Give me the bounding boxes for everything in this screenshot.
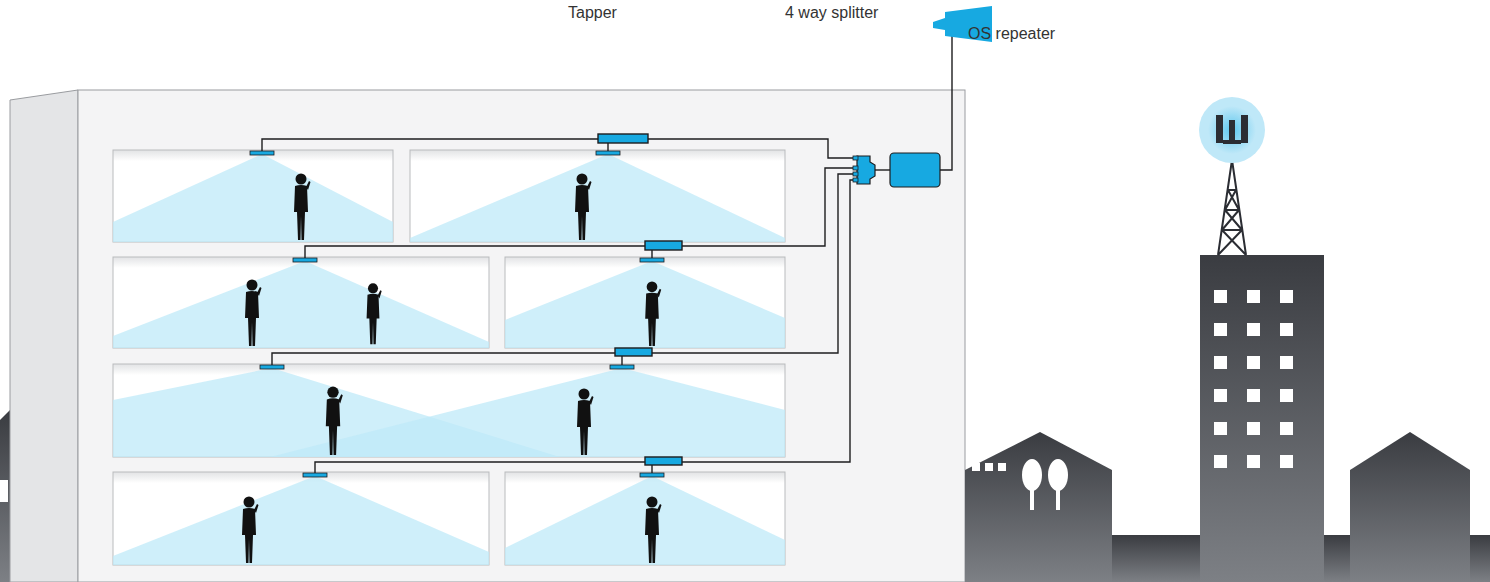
town xyxy=(965,255,1490,582)
window xyxy=(1247,290,1260,303)
cell-tower xyxy=(1199,97,1265,255)
tapper xyxy=(598,134,682,465)
window xyxy=(1247,422,1260,435)
window xyxy=(1214,356,1227,369)
ceiling-antenna xyxy=(250,151,664,477)
window xyxy=(0,480,8,502)
window xyxy=(1214,422,1227,435)
part-label: 4 way splitter xyxy=(785,3,878,23)
window xyxy=(1214,455,1227,468)
building-front xyxy=(78,90,965,582)
cables xyxy=(262,30,952,474)
window xyxy=(1247,323,1260,336)
window xyxy=(1280,356,1293,369)
window xyxy=(1214,323,1227,336)
window xyxy=(1280,422,1293,435)
rooms xyxy=(113,150,785,565)
window xyxy=(1280,455,1293,468)
window xyxy=(1247,389,1260,402)
part-label: Tapper xyxy=(568,3,617,23)
window xyxy=(1247,356,1260,369)
splitter xyxy=(853,156,875,184)
neighbour-house xyxy=(0,410,10,582)
window xyxy=(1247,455,1260,468)
window xyxy=(1214,389,1227,402)
building-side xyxy=(10,90,78,582)
people xyxy=(242,174,662,564)
repeater xyxy=(890,153,940,187)
window xyxy=(1280,323,1293,336)
part-label: OS repeater xyxy=(968,24,1055,44)
window xyxy=(1280,290,1293,303)
window xyxy=(1280,389,1293,402)
coverage xyxy=(113,154,785,565)
window xyxy=(1214,290,1227,303)
